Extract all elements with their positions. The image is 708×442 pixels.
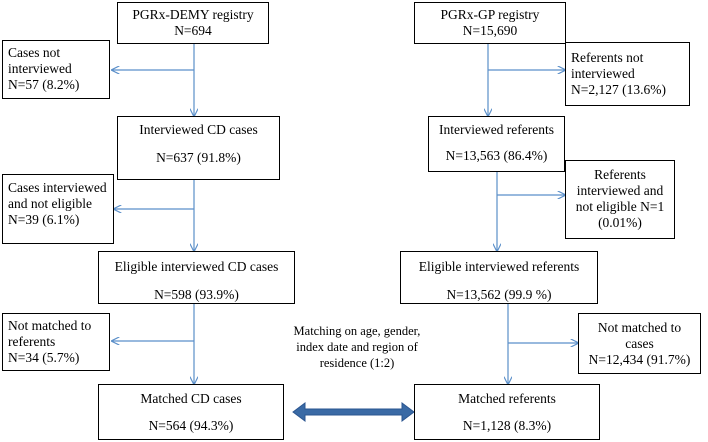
left-excluded-not-eligible-box: Cases interviewed and not eligible N=39 … xyxy=(2,174,114,244)
right-eligible-count: N=13,562 (99.9 %) xyxy=(446,287,552,302)
right-registry-box: PGRx-GP registry N=15,690 xyxy=(414,2,566,44)
exclusion-count: N=34 (5.7%) xyxy=(8,350,80,365)
right-eligible-box: Eligible interviewed referents N=13,562 … xyxy=(400,251,598,304)
exclusion-label: not eligible N=1 xyxy=(575,199,665,214)
exclusion-label: interviewed xyxy=(571,66,635,81)
exclusion-label: Not matched to xyxy=(597,320,682,335)
matching-double-arrow xyxy=(292,402,415,422)
left-matched-count: N=564 (94.3%) xyxy=(148,418,234,433)
exclusion-count: N=12,434 (91.7%) xyxy=(588,352,691,367)
exclusion-label: Not matched to xyxy=(8,318,92,333)
left-interviewed-count: N=637 (91.8%) xyxy=(156,150,241,165)
left-interviewed-box: Interviewed CD cases N=637 (91.8%) xyxy=(117,116,280,180)
left-registry-box: PGRx-DEMY registry N=694 xyxy=(117,2,269,44)
right-registry-title: PGRx-GP registry xyxy=(440,7,540,22)
matching-note-line: Matching on age, gender, xyxy=(293,324,421,338)
exclusion-label: Referents not xyxy=(571,50,644,65)
left-eligible-count: N=598 (93.9%) xyxy=(154,287,239,302)
right-excluded-not-interviewed-box: Referents not interviewed N=2,127 (13.6%… xyxy=(565,42,690,106)
right-excluded-not-eligible-box: Referents interviewed and not eligible N… xyxy=(565,160,675,239)
left-registry-title: PGRx-DEMY registry xyxy=(132,7,254,22)
exclusion-label: interviewed and xyxy=(576,183,664,198)
right-matched-title: Matched referents xyxy=(458,391,556,406)
exclusion-count: N=2,127 (13.6%) xyxy=(571,82,666,97)
matching-note-line: index date and region of xyxy=(296,340,418,354)
exclusion-count: N=57 (8.2%) xyxy=(8,77,80,92)
right-eligible-title: Eligible interviewed referents xyxy=(418,259,580,274)
left-matched-title: Matched CD cases xyxy=(140,391,242,406)
exclusion-label: Referents xyxy=(594,167,646,182)
right-matched-count: N=1,128 (8.3%) xyxy=(462,418,552,433)
left-registry-count: N=694 xyxy=(174,23,212,38)
left-eligible-title: Eligible interviewed CD cases xyxy=(114,259,279,274)
right-registry-count: N=15,690 xyxy=(462,23,518,38)
right-interviewed-count: N=13,563 (86.4%) xyxy=(445,148,548,163)
right-interviewed-title: Interviewed referents xyxy=(438,122,555,137)
exclusion-count: N=39 (6.1%) xyxy=(8,212,80,227)
right-interviewed-box: Interviewed referents N=13,563 (86.4%) xyxy=(428,116,565,172)
exclusion-label: referents xyxy=(8,334,56,349)
exclusion-label: cases xyxy=(625,336,654,351)
exclusion-label: Cases not xyxy=(8,45,61,60)
exclusion-label: Cases interviewed xyxy=(8,180,107,195)
left-excluded-not-matched-box: Not matched to referents N=34 (5.7%) xyxy=(2,313,110,371)
exclusion-count: (0.01%) xyxy=(598,215,642,230)
left-excluded-not-interviewed-box: Cases not interviewed N=57 (8.2%) xyxy=(2,40,110,99)
right-matched-box: Matched referents N=1,128 (8.3%) xyxy=(414,384,600,440)
left-interviewed-title: Interviewed CD cases xyxy=(139,122,258,137)
matching-note: Matching on age, gender, index date and … xyxy=(282,323,432,371)
exclusion-label: interviewed xyxy=(8,61,72,76)
right-excluded-not-matched-box: Not matched to cases N=12,434 (91.7%) xyxy=(578,313,701,374)
left-eligible-box: Eligible interviewed CD cases N=598 (93.… xyxy=(98,251,295,304)
left-matched-box: Matched CD cases N=564 (94.3%) xyxy=(98,384,284,440)
exclusion-label: and not eligible xyxy=(8,196,92,211)
matching-note-line: residence (1:2) xyxy=(319,356,395,370)
